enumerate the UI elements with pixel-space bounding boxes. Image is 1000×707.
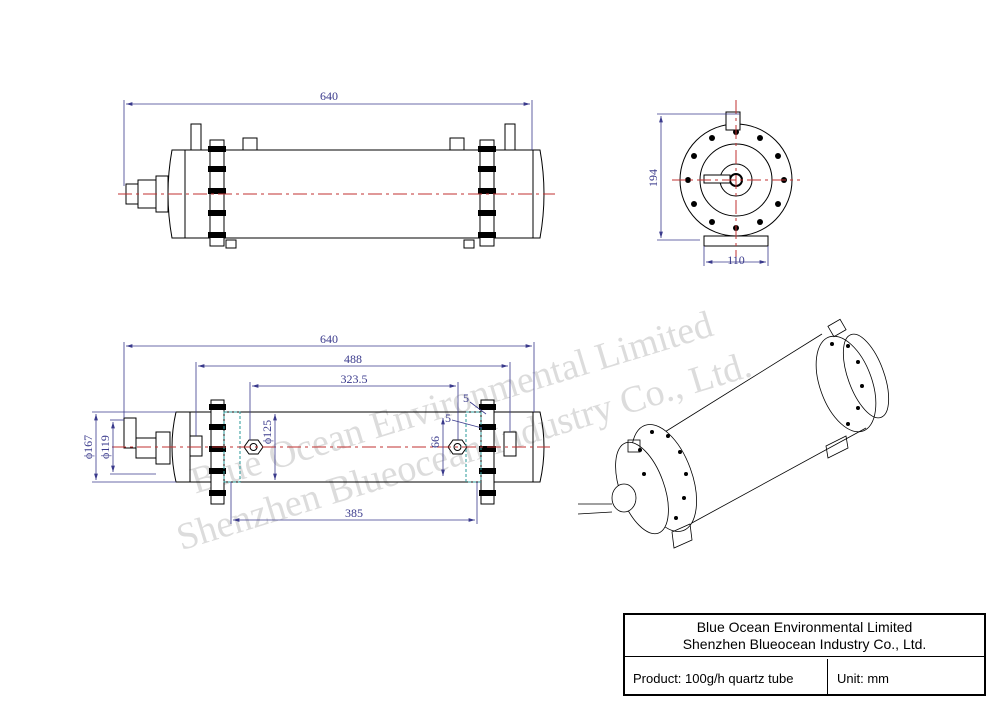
dim-top-length-label: 640 bbox=[320, 89, 338, 103]
title-block: Blue Ocean Environmental Limited Shenzhe… bbox=[623, 613, 986, 696]
dim-plan bbox=[92, 342, 535, 524]
iso-left-fitting bbox=[627, 439, 641, 453]
front-nut-right bbox=[449, 137, 465, 151]
plan-inlet-body bbox=[135, 437, 157, 459]
iso-right-flange bbox=[815, 335, 877, 433]
front-nozzle-right bbox=[504, 123, 516, 151]
dim-plan-inner-span-label: 323.5 bbox=[341, 372, 368, 386]
dim-plan-lower-span-label: 385 bbox=[345, 506, 363, 520]
plan-port-right bbox=[503, 431, 517, 457]
iso-right-fitting bbox=[827, 318, 847, 338]
dim-top-length bbox=[123, 100, 533, 186]
iso-foot-left bbox=[671, 523, 693, 549]
iso-inlet-flange bbox=[611, 483, 637, 513]
side-inlet-pipe bbox=[703, 174, 731, 184]
side-top-fitting bbox=[725, 111, 741, 131]
plan-view bbox=[112, 399, 550, 505]
plan-inlet-flange bbox=[155, 431, 171, 465]
isometric-view bbox=[577, 318, 890, 549]
front-foot-right bbox=[463, 239, 475, 249]
front-foot-left bbox=[225, 239, 237, 249]
iso-body-top-edge bbox=[651, 333, 823, 441]
plan-left-cap bbox=[171, 411, 191, 483]
title-block-info-row: Product: 100g/h quartz tube Unit: mm bbox=[625, 659, 984, 696]
side-view bbox=[672, 100, 800, 262]
company-line2: Shenzhen Blueocean Industry Co., Ltd. bbox=[682, 636, 927, 652]
title-block-divider bbox=[827, 659, 828, 696]
dim-side-width bbox=[703, 246, 769, 266]
front-right-cap bbox=[532, 149, 545, 239]
plan-right-cap bbox=[532, 411, 545, 483]
dim-offset-a-label: 5 bbox=[463, 391, 469, 405]
dim-side-height bbox=[657, 113, 740, 241]
dim-port-height-label: 66 bbox=[428, 436, 442, 448]
iso-body-bottom-edge bbox=[689, 427, 867, 525]
plan-bolts bbox=[209, 404, 496, 496]
dim-dia-inner-label: ϕ119 bbox=[98, 435, 112, 459]
unit-label: Unit: mm bbox=[837, 671, 889, 686]
product-label: Product: 100g/h quartz tube bbox=[633, 671, 794, 686]
company-line1: Blue Ocean Environmental Limited bbox=[696, 619, 913, 635]
front-nut-left bbox=[242, 137, 258, 151]
dim-offset-b-label: 5 bbox=[445, 411, 451, 425]
plan-port-left bbox=[189, 435, 203, 457]
plan-elbow bbox=[123, 417, 137, 449]
iso-right-cap bbox=[842, 333, 890, 419]
iso-bolts bbox=[638, 342, 864, 520]
dim-side-width-label: 110 bbox=[727, 253, 745, 267]
iso-inlet-pipe-lower bbox=[577, 511, 613, 515]
dim-plan-flange-span-label: 488 bbox=[344, 352, 362, 366]
front-view bbox=[118, 123, 555, 249]
front-nozzle-left bbox=[190, 123, 202, 151]
title-block-company: Blue Ocean Environmental Limited Shenzhe… bbox=[625, 615, 984, 657]
front-bolts bbox=[208, 146, 496, 238]
dim-plan-length-label: 640 bbox=[320, 332, 338, 346]
iso-foot-right bbox=[825, 435, 849, 459]
dim-side-height-label: 194 bbox=[646, 169, 660, 187]
dim-dia-outer-label: ϕ167 bbox=[81, 435, 95, 459]
dim-dia-body-label: ϕ125 bbox=[260, 420, 274, 444]
plan-nut-right-hole bbox=[453, 443, 462, 451]
